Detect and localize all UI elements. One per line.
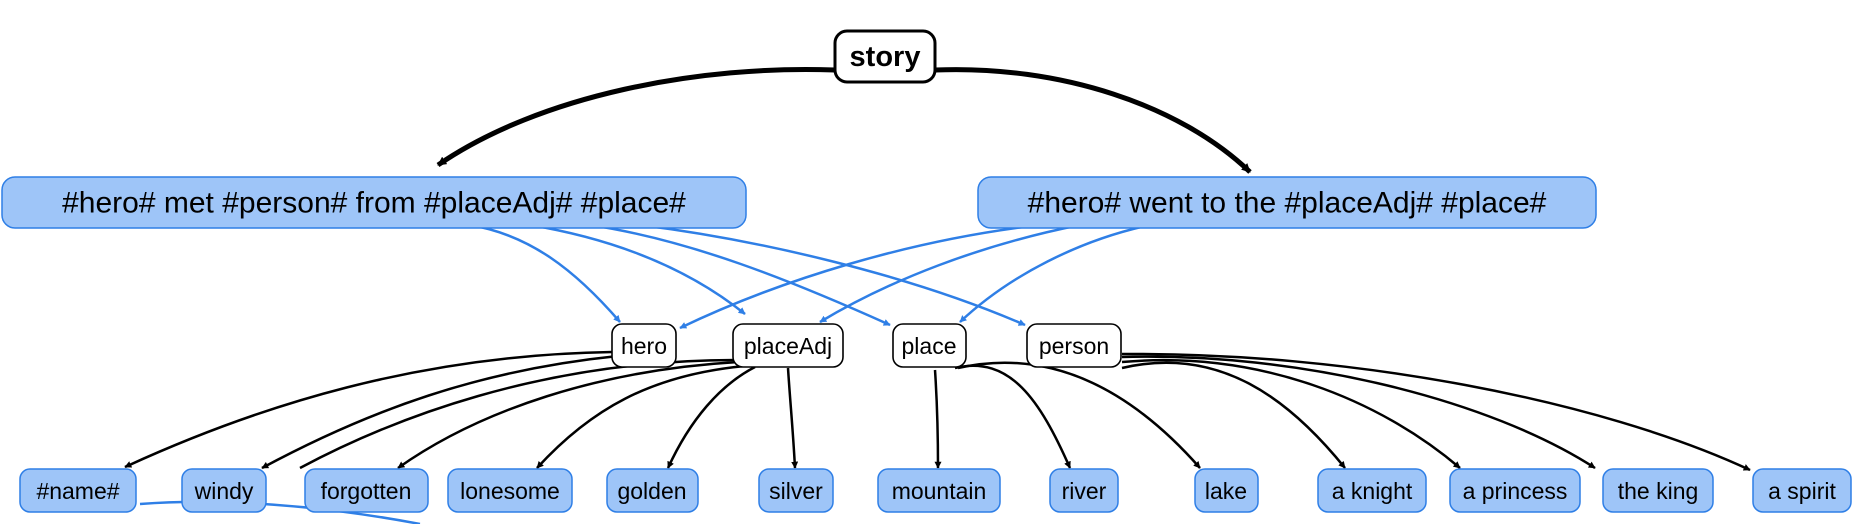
symbol-label-person: person [1039,333,1109,359]
edge-story-to-rule-1 [436,67,836,168]
edge-rule1-to-place [589,223,891,327]
leaf-node-lake[interactable]: lake [1194,468,1259,513]
rule-label-1: #hero# met #person# from #placeAdj# #pla… [62,187,686,220]
edge-rule1-to-person [639,223,1026,327]
edge-place-to-river [954,364,1072,469]
leaf-node-windy[interactable]: windy [181,468,267,513]
leaf-label-a-spirit: a spirit [1768,478,1836,504]
leaf-node-name[interactable]: #name# [19,468,137,513]
leaf-label-silver: silver [769,478,823,504]
leaf-label-a-knight: a knight [1332,478,1413,504]
edge-placeAdj-to-forgotten [397,360,739,470]
leaf-label-windy: windy [194,478,254,504]
edge-hero-to-windy [261,354,619,470]
edge-rule2-to-placeAdj [819,223,1081,324]
leaf-label-name: #name# [36,478,119,504]
leaf-node-the-king[interactable]: the king [1602,468,1714,513]
edge-person-to-a-princess [1121,358,1461,469]
symbol-label-place: place [902,333,957,359]
leaf-node-lonesome[interactable]: lonesome [447,468,573,513]
edge-hero-to-name [124,350,613,469]
edge-place-to-mountain [933,369,942,469]
edge-leaf-name-connector [139,500,421,524]
edge-placeAdj-to-silver [786,367,799,469]
symbol-node-hero[interactable]: hero [611,323,677,368]
leaf-node-golden[interactable]: golden [606,468,699,513]
edge-rule2-to-hero [679,223,1041,330]
edge-place-to-lake [957,361,1201,469]
leaf-node-forgotten[interactable]: forgotten [304,468,429,513]
rule-edges [139,223,1151,524]
symbol-node-person[interactable]: person [1026,323,1122,368]
root-label: story [850,41,921,73]
leaf-node-a-princess[interactable]: a princess [1449,468,1581,513]
root-edges [436,67,1252,174]
symbol-label-placeAdj: placeAdj [744,333,832,359]
leaf-label-lonesome: lonesome [460,478,560,504]
leaf-node-river[interactable]: river [1049,468,1119,513]
symbol-node-placeAdj[interactable]: placeAdj [732,323,844,368]
root-node[interactable]: story [833,29,937,84]
leaf-node-a-knight[interactable]: a knight [1317,468,1427,513]
leaf-node-silver[interactable]: silver [758,468,834,513]
leaf-label-the-king: the king [1618,478,1699,504]
edge-story-to-rule-2 [934,67,1252,174]
edge-person-to-the-king [1121,355,1596,470]
rule-node-1[interactable]: #hero# met #person# from #placeAdj# #pla… [1,176,747,229]
edge-placeAdj-to-windy [299,358,737,470]
leaf-label-mountain: mountain [892,478,987,504]
leaf-label-a-princess: a princess [1463,478,1568,504]
leaf-node-mountain[interactable]: mountain [877,468,1001,513]
leaf-label-river: river [1062,478,1107,504]
edge-rule1-to-hero [469,223,621,323]
rule-label-2: #hero# went to the #placeAdj# #place# [1028,187,1547,220]
symbol-edges [124,350,1751,472]
symbol-node-place[interactable]: place [892,323,967,368]
leaf-label-lake: lake [1205,478,1247,504]
symbol-label-hero: hero [621,333,667,359]
edge-rule1-to-placeAdj [529,223,746,315]
rule-node-2[interactable]: #hero# went to the #placeAdj# #place# [977,176,1597,229]
edge-person-to-a-spirit [1121,352,1751,472]
edge-person-to-a-knight [1121,361,1346,469]
edge-rule2-to-place [959,223,1151,323]
edge-placeAdj-to-lonesome [536,364,746,469]
leaf-node-a-spirit[interactable]: a spirit [1752,468,1852,513]
leaf-label-golden: golden [617,478,686,504]
leaf-label-forgotten: forgotten [321,478,412,504]
edge-placeAdj-to-golden [666,365,756,469]
